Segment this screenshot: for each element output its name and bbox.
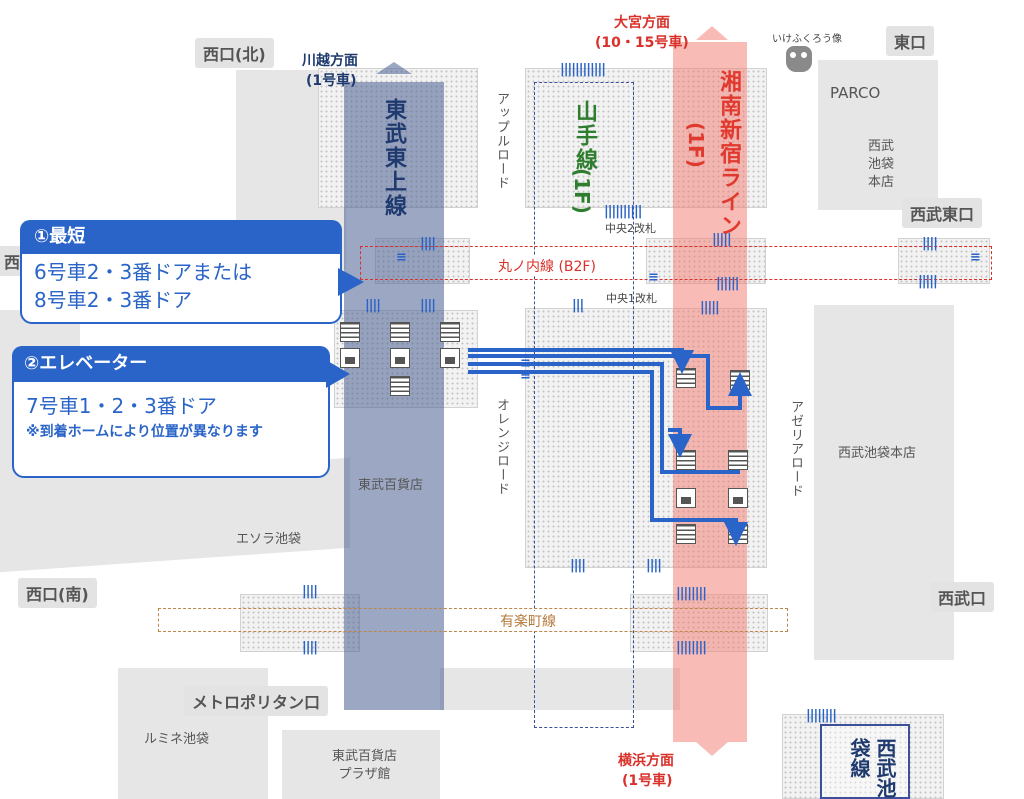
azalea-road-label: アゼリアロード	[788, 400, 803, 498]
ticket-gate: ≡	[396, 250, 407, 265]
callout-shortest-body: 6号車2・3番ドアまたは 8号車2・3番ドア	[34, 260, 253, 312]
tobu-dept-label: 東武百貨店	[358, 478, 424, 493]
seibu-station-block	[782, 714, 944, 799]
ticket-gate: ||||||||	[676, 586, 707, 601]
ticket-gate: ≡	[970, 250, 981, 265]
tobu-tojo-line-label: 東武東上線	[381, 98, 406, 218]
ticket-gate: ||||	[302, 640, 318, 655]
elevator-icon	[390, 348, 410, 368]
ticket-gate: ||||||||	[806, 708, 837, 723]
shonan-floor-label: (1F)	[684, 122, 708, 168]
callout-shortest-title: ①最短	[20, 220, 342, 254]
ticket-gate: ≡	[648, 270, 659, 285]
owl-statue-label: いけふくろう像	[772, 34, 842, 45]
street-block	[818, 60, 938, 210]
yamanote-platform-outline	[534, 82, 634, 728]
shonan-line-label: 湘南新宿ライン	[716, 70, 741, 238]
ticket-gate: ||||||||||||	[560, 62, 606, 77]
seibu-honten-short-label: 西武 池袋 本店	[868, 139, 895, 190]
yamanote-line-label: 山手線	[572, 100, 597, 172]
route-line	[668, 428, 692, 458]
center1-gate-label: 中央1改札	[606, 292, 657, 305]
shonan-up-arrow	[696, 26, 728, 40]
ticket-gate: ||||	[420, 298, 436, 313]
kawagoe-direction: 川越方面	[302, 53, 358, 69]
ticket-gate: ||||||||	[676, 640, 707, 655]
route-line	[468, 370, 748, 546]
west-exit-north[interactable]: 西口(北)	[195, 38, 274, 68]
route-line	[468, 362, 740, 474]
owl-icon	[786, 46, 812, 72]
escalator-icon	[390, 322, 410, 342]
yurakucho-line	[158, 608, 788, 632]
tobu-tojo-line-band	[344, 82, 444, 710]
marunouchi-line	[360, 246, 992, 280]
escalator-icon	[390, 376, 410, 396]
omiya-direction: 大宮方面	[614, 15, 670, 31]
apple-road-label: アップルロード	[494, 92, 509, 190]
ticket-gate: |||||	[712, 232, 732, 247]
seibu-line-box	[820, 724, 910, 799]
callout-tail	[326, 360, 350, 388]
route-line	[468, 354, 752, 410]
elevator-icon	[440, 348, 460, 368]
escalator-icon	[676, 524, 696, 544]
metropolitan-exit[interactable]: メトロポリタン口	[184, 686, 329, 716]
yurakucho-label: 有楽町線	[496, 611, 560, 631]
callout-elevator: ②エレベーター 7号車1・2・3番ドア ※到着ホームにより位置が異なります	[12, 346, 350, 478]
ticket-gate: ||||	[570, 558, 586, 573]
ticket-gate: ||||||	[716, 276, 739, 291]
orange-road-label: オレンジロード	[494, 398, 509, 496]
yamanote-floor-label: (1F)	[570, 168, 594, 214]
ticket-gate: |||||	[918, 274, 938, 289]
seibu-west-exit[interactable]: 西武口	[930, 582, 995, 612]
ticket-gate: ||||||||||	[604, 204, 642, 219]
ticket-gate: ≡	[520, 368, 531, 383]
omiya-car: (10・15号車)	[595, 35, 689, 51]
lumine-label: ルミネ池袋	[144, 732, 210, 747]
esora-label: エソラ池袋	[236, 532, 302, 547]
kawagoe-car: (1号車)	[306, 73, 357, 89]
escalator-icon	[440, 322, 460, 342]
elevator-icon	[676, 488, 696, 508]
tobu-plaza-label: 東武百貨店 プラザ館	[332, 749, 398, 782]
east-exit[interactable]: 東口	[886, 26, 935, 56]
shonan-down-arrow	[696, 742, 728, 756]
ticket-gate: ||||	[646, 558, 662, 573]
parco-label: PARCO	[830, 84, 881, 102]
street-block	[282, 730, 440, 799]
escalator-icon	[340, 322, 360, 342]
yokohama-direction: 横浜方面	[618, 753, 674, 769]
ticket-gate: ||||	[302, 584, 318, 599]
tobu-up-arrow	[376, 62, 412, 74]
yokohama-car: (1号車)	[622, 773, 673, 789]
ticket-gate: ||||	[922, 236, 938, 251]
seibu-line-label: 西武池袋線	[847, 738, 897, 798]
center2-gate-label: 中央2改札	[605, 222, 656, 235]
west-exit-south[interactable]: 西口(南)	[18, 578, 97, 608]
ticket-gate: |||	[572, 298, 584, 313]
ticket-gate: |||||	[700, 300, 720, 315]
ticket-gate: ||||	[365, 298, 381, 313]
seibu-honten-label: 西武池袋本店	[838, 446, 917, 461]
marunouchi-label: 丸ノ内線 (B2F)	[494, 256, 600, 276]
callout-elevator-note: ※到着ホームにより位置が異なります	[26, 424, 263, 440]
callout-tail	[338, 268, 364, 296]
yurakucho-left-block	[240, 594, 360, 652]
street-block	[440, 668, 680, 710]
ticket-gate: ||||	[420, 236, 436, 251]
marunouchi-right-block	[898, 238, 990, 284]
callout-elevator-body: 7号車1・2・3番ドア	[26, 394, 217, 418]
elevator-icon	[728, 488, 748, 508]
seibu-east-exit[interactable]: 西武東口	[902, 198, 983, 228]
callout-elevator-title: ②エレベーター	[12, 346, 330, 382]
escalator-icon	[728, 450, 748, 470]
callout-shortest: ①最短 6号車2・3番ドアまたは 8号車2・3番ドア	[20, 220, 364, 324]
